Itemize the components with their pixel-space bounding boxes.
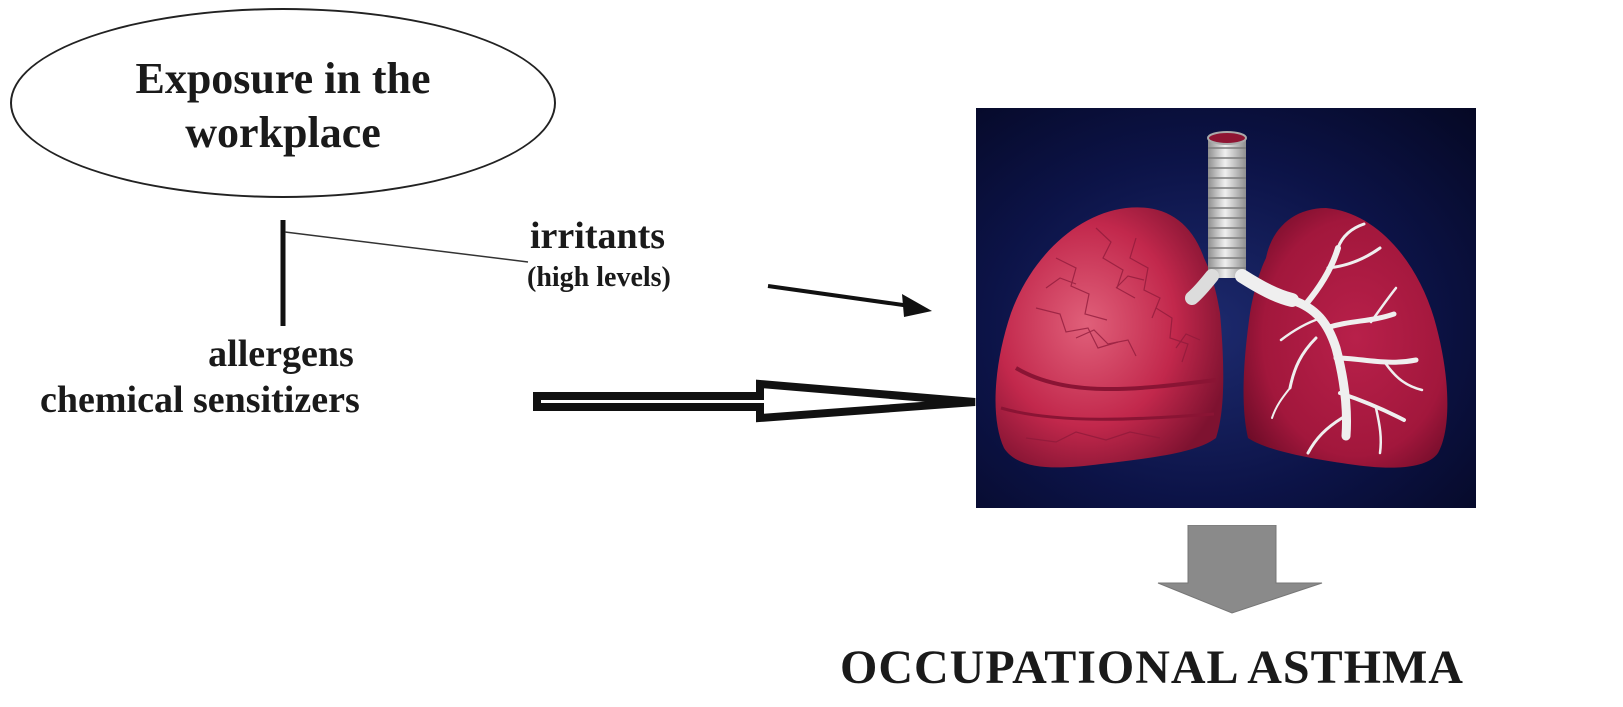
- sensitizers-label: chemical sensitizers: [40, 378, 360, 422]
- trachea-opening: [1208, 132, 1246, 144]
- result-down-arrow: [1150, 525, 1330, 615]
- irritants-connector-line: [285, 232, 528, 262]
- lungs-illustration-panel: [976, 108, 1476, 508]
- irritants-note: (high levels): [527, 262, 671, 294]
- outcome-label: OCCUPATIONAL ASTHMA: [840, 640, 1464, 695]
- allergens-label: allergens: [176, 332, 386, 376]
- lungs-icon: [976, 108, 1476, 508]
- sensitizers-block-arrow: [537, 384, 975, 418]
- irritants-arrow-line: [768, 286, 910, 306]
- irritants-label: irritants: [530, 214, 665, 258]
- irritants-arrowhead: [902, 294, 932, 317]
